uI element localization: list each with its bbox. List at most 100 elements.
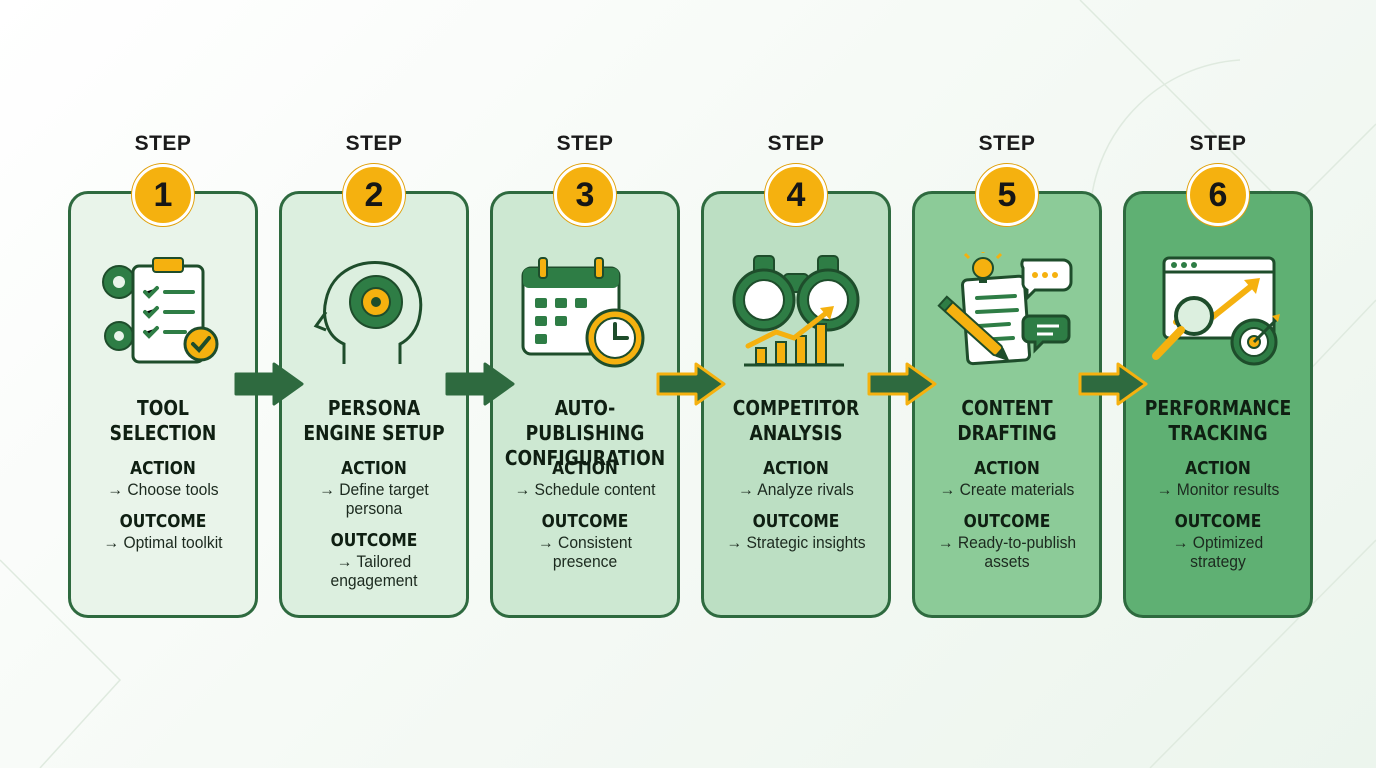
action-text-line: persona	[345, 499, 403, 518]
action-text-line: → Analyze rivals	[738, 480, 854, 499]
step-title-line: CONFIGURATION	[504, 446, 666, 470]
outcome-text-line: engagement	[330, 571, 418, 590]
outcome-text-line: → Tailored	[336, 552, 412, 571]
step-label: STEP	[1189, 132, 1247, 155]
outcome-heading: OUTCOME	[963, 511, 1051, 532]
step-label: STEP	[345, 132, 403, 155]
step-5: STEP 5	[912, 130, 1102, 618]
outcome-section: OUTCOME → Strategic insights	[701, 511, 891, 552]
outcome-text-line: → Strategic insights	[726, 533, 866, 552]
outcome-text-line: strategy	[1190, 552, 1246, 571]
outcome-text-line: assets	[984, 552, 1030, 571]
action-section: ACTION → Schedule content	[490, 458, 680, 499]
step-label: STEP	[767, 132, 825, 155]
step-card	[490, 191, 680, 618]
outcome-heading: OUTCOME	[752, 511, 840, 532]
step-title-line: ANALYSIS	[749, 421, 843, 445]
outcome-heading: OUTCOME	[119, 511, 207, 532]
step-title-line: TOOL	[137, 396, 189, 420]
step-title-line: DRAFTING	[957, 421, 1057, 445]
step-title-line: PERSONA	[327, 396, 421, 420]
action-text-line: → Schedule content	[514, 480, 656, 499]
action-text-line: → Create materials	[939, 480, 1075, 499]
outcome-text: → Optimal toolkit	[76, 533, 251, 552]
step-number-badge: 3	[554, 164, 616, 226]
action-heading: ACTION	[1185, 458, 1251, 479]
step-title-line: COMPETITOR	[732, 396, 860, 420]
clipboard-gears-icon	[93, 252, 233, 372]
outcome-heading: OUTCOME	[541, 511, 629, 532]
action-heading: ACTION	[763, 458, 829, 479]
flow-arrow-icon	[867, 362, 939, 406]
step-card	[701, 191, 891, 618]
step-label: STEP	[978, 132, 1036, 155]
dashboard-target-icon	[1148, 252, 1288, 372]
action-heading: ACTION	[552, 458, 618, 479]
action-heading: ACTION	[341, 458, 407, 479]
action-text: → Monitor results	[1131, 480, 1306, 499]
outcome-heading: OUTCOME	[1174, 511, 1262, 532]
action-text-line: → Define target	[319, 480, 429, 499]
outcome-text-line: → Ready-to-publish	[937, 533, 1077, 552]
step-label: STEP	[134, 132, 192, 155]
calendar-clock-icon	[515, 252, 655, 372]
step-title-line: AUTO-PUBLISHING	[525, 396, 645, 445]
outcome-heading: OUTCOME	[330, 530, 418, 551]
outcome-section: OUTCOME → Optimal toolkit	[68, 511, 258, 552]
outcome-text-line: → Consistent	[538, 533, 632, 552]
action-section: ACTION → Analyze rivals	[701, 458, 891, 499]
binoculars-chart-icon	[726, 252, 866, 372]
action-text-line: → Choose tools	[107, 480, 219, 499]
document-pen-icon	[937, 249, 1077, 372]
step-title-line: SELECTION	[109, 421, 217, 445]
action-text: → Schedule content	[498, 480, 673, 499]
step-number-badge: 4	[765, 164, 827, 226]
flow-arrow-icon	[445, 362, 517, 406]
action-section: ACTION → Choose tools	[68, 458, 258, 499]
step-number-badge: 1	[132, 164, 194, 226]
flow-arrow-icon	[234, 362, 306, 406]
action-text: → Create materials	[920, 480, 1095, 499]
action-section: ACTION → Create materials	[912, 458, 1102, 499]
outcome-text-line: → Optimal toolkit	[103, 533, 223, 552]
step-title-line: PERFORMANCE	[1144, 396, 1292, 420]
flow-arrow-icon	[656, 362, 728, 406]
step-title-line: ENGINE SETUP	[303, 421, 445, 445]
action-section: ACTION → Monitor results	[1123, 458, 1313, 499]
step-number-badge: 5	[976, 164, 1038, 226]
head-gear-icon	[304, 252, 444, 372]
action-text-line: → Monitor results	[1156, 480, 1280, 499]
action-heading: ACTION	[130, 458, 196, 479]
step-number-badge: 6	[1187, 164, 1249, 226]
action-heading: ACTION	[974, 458, 1040, 479]
action-text: → Choose tools	[76, 480, 251, 499]
outcome-text: → Strategic insights	[709, 533, 884, 552]
outcome-text-line: presence	[552, 552, 618, 571]
step-number-badge: 2	[343, 164, 405, 226]
flow-arrow-icon	[1078, 362, 1150, 406]
step-label: STEP	[556, 132, 614, 155]
step-title-line: CONTENT	[961, 396, 1053, 420]
action-text: → Analyze rivals	[709, 480, 884, 499]
